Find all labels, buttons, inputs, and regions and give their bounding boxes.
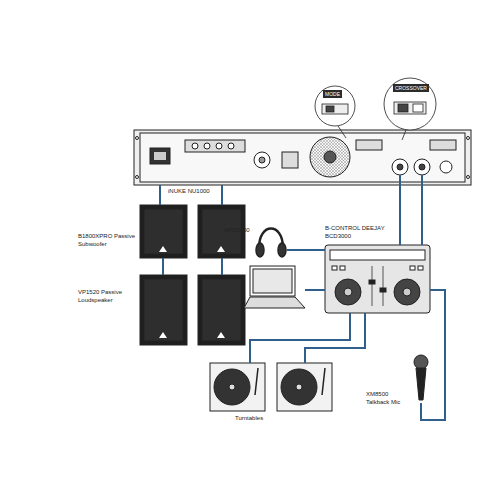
device-node: VP1520 Passive Loudspeaker (140, 275, 187, 345)
turntables (210, 363, 332, 411)
device-node: B-CONTROL DEEJAY BCD3000 (325, 245, 430, 313)
dj-controller (325, 245, 430, 313)
inset-callouts (315, 78, 436, 140)
cable (162, 258, 164, 275)
device-node: Turntables (210, 363, 332, 411)
device-node: HPX2000 (255, 225, 287, 260)
device-node: B1800XPRO Passive Subwoofer (140, 205, 187, 258)
device-label: B-CONTROL DEEJAY BCD3000 (325, 225, 389, 240)
microphone (414, 355, 428, 400)
laptop (244, 266, 305, 308)
cable (159, 185, 161, 205)
device-label: B1800XPRO Passive Subwoofer (78, 233, 136, 248)
device-label: XM8500 Talkback Mic (366, 391, 406, 406)
device-label: iNUKE NU1000 (168, 188, 228, 196)
device-label: HPX2000 (224, 227, 253, 235)
inset-label: CROSSOVER (393, 84, 429, 92)
loudspeakers (140, 275, 245, 345)
inset-label: MODE (323, 90, 342, 98)
device-node: XM8500 Talkback Mic (410, 355, 432, 403)
headphones (256, 229, 286, 258)
device-label: Turntables (235, 415, 285, 423)
device-label: VP1520 Passive Loudspeaker (78, 289, 136, 304)
cable (250, 313, 350, 363)
cable (399, 185, 401, 245)
cable (287, 249, 325, 251)
cable (421, 290, 445, 420)
device-node: iNUKE NU1000 (140, 130, 465, 185)
cables (222, 185, 422, 363)
amplifier (134, 130, 471, 185)
